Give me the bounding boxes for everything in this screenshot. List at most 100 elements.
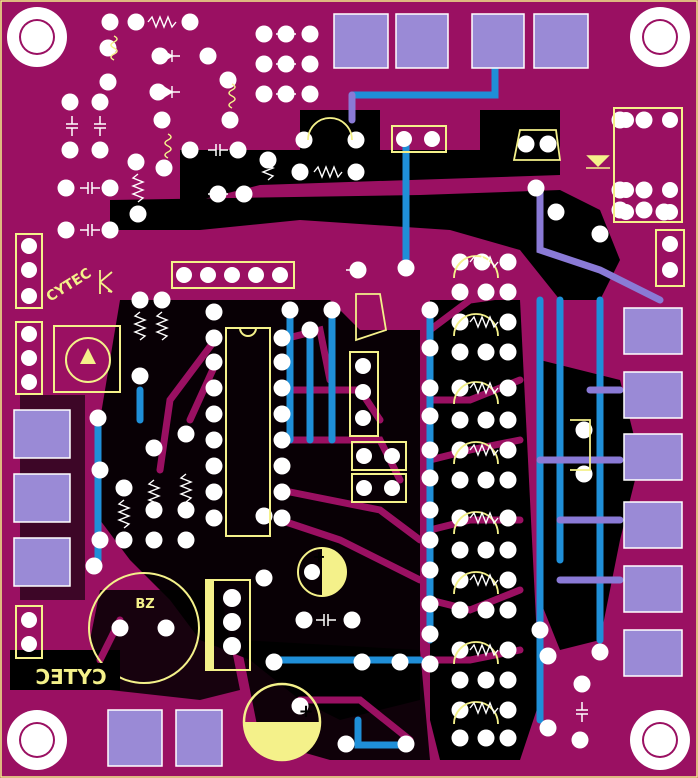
pad [255,85,273,103]
bottom-traces-2 [348,91,664,584]
pad [573,675,591,693]
pad [421,595,439,613]
transistor-outline-right [570,419,591,471]
pad [255,569,273,587]
trimmer-arrow [80,348,96,364]
transistor-outline-top [512,129,562,161]
capacitor-symbol [208,144,228,156]
buzzer-outline [88,572,200,684]
regulator-pin [223,613,241,631]
header-2pin-center-b [351,473,407,503]
smd-pad [395,13,449,69]
capacitor-polarity-mark-2: + [298,701,313,722]
diode-symbol [156,48,180,64]
capacitor-symbol [80,182,100,194]
pad [277,85,295,103]
pad [477,471,495,489]
header-2pin-top [391,125,447,153]
pad [181,141,199,159]
regulator-pin [223,589,241,607]
pad [181,13,199,31]
header-5pin [171,261,295,289]
header-pin [355,410,371,426]
smd-pad [175,709,223,767]
pad [277,55,295,73]
pad [273,457,291,475]
relay-footprint [613,107,683,223]
transistor-outline [453,701,499,725]
pad [421,301,439,319]
header-pin [662,236,678,252]
pad [571,731,589,749]
resistor-symbol [469,315,499,329]
pad [421,339,439,357]
pad [499,411,517,429]
pad [99,73,117,91]
resistor-symbol [261,151,275,181]
pad [291,163,309,181]
pad [499,379,517,397]
pad [205,457,223,475]
pad [205,329,223,347]
resistor-symbol [131,173,145,203]
header-pin [21,374,37,390]
header-pin [21,238,37,254]
regulator-tab [206,580,214,670]
pad [539,647,557,665]
pad [91,141,109,159]
header-3pin-left-mid [15,321,43,395]
ic-notch [239,327,257,337]
header-pin [21,636,37,652]
pad [499,641,517,659]
pad [391,653,409,671]
pad [343,611,361,629]
resistor-symbol [313,165,343,179]
pad [295,611,313,629]
pad [421,501,439,519]
pad [153,111,171,129]
capacitor-symbol [276,58,296,70]
pad [451,411,469,429]
pad [347,163,365,181]
pad [547,203,565,221]
capacitor-polarity-mark-1: + [312,547,325,566]
header-pin [356,480,372,496]
pad [531,621,549,639]
pad [451,601,469,619]
header-pin [662,112,678,128]
pad [499,441,517,459]
pad [477,601,495,619]
pad [451,541,469,559]
resistor-symbol [469,255,499,269]
pad [499,253,517,271]
header-pin [176,267,192,283]
regulator-pin [223,637,241,655]
pad [145,501,163,519]
smd-pad [533,13,589,69]
pad [153,291,171,309]
pad [451,671,469,689]
trimmer-outline [53,325,121,393]
pad [295,131,313,149]
pad [145,531,163,549]
pad [127,13,145,31]
buzzer-label: BZ [135,597,154,612]
pad [635,111,653,129]
pad [499,283,517,301]
transistor-outline [453,313,499,337]
pad [255,55,273,73]
pad [421,655,439,673]
header-3pin-left-top [15,233,43,309]
pad [591,225,609,243]
pad [91,93,109,111]
pad [273,509,291,527]
pad [499,471,517,489]
pad [155,159,173,177]
pad [101,221,119,239]
diode-symbol [156,84,180,100]
pad [301,25,319,43]
capacitor-symbol [80,224,100,236]
pad [499,671,517,689]
capacitor-stripe-1 [322,548,346,596]
capacitor-symbol [276,88,296,100]
